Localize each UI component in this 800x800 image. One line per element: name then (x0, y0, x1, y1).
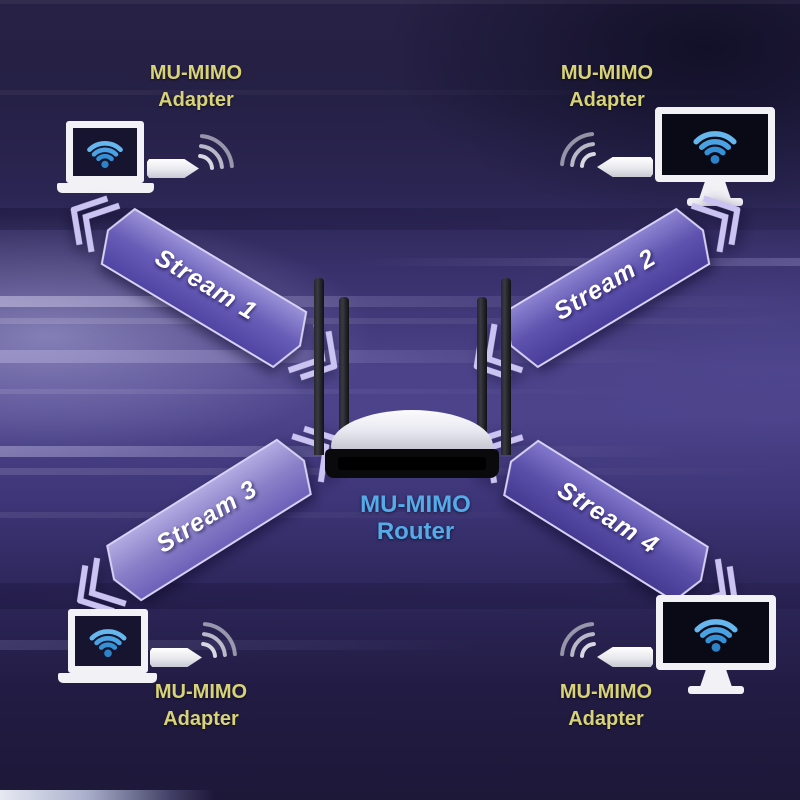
signal-waves-icon (560, 622, 596, 658)
usb-adapter-icon (147, 159, 199, 178)
adapter-label: MU-MIMO Adapter (136, 679, 266, 733)
stream-3-label: Stream 3 (151, 474, 263, 559)
router-antenna (339, 297, 349, 449)
stream-1-arrow: Stream 1 (53, 178, 355, 398)
adapter-label-line2: Adapter (568, 708, 644, 730)
usb-adapter-icon (597, 157, 653, 177)
usb-adapter-icon (150, 648, 202, 667)
router-antenna (501, 278, 511, 455)
adapter-label: MU-MIMO Adapter (131, 60, 261, 114)
adapter-label-line2: Adapter (569, 89, 645, 111)
background-streak (0, 90, 800, 95)
adapter-label-line1: MU-MIMO (560, 62, 654, 84)
signal-waves-icon (560, 132, 596, 168)
stream-2-arrow: Stream 2 (456, 178, 758, 398)
router-label: MU-MIMO Router (348, 491, 483, 545)
stream-1-label: Stream 1 (150, 243, 262, 326)
router-label-line1: MU-MIMO (360, 491, 471, 518)
signal-waves-icon (198, 134, 234, 170)
adapter-label-line1: MU-MIMO (149, 62, 243, 84)
adapter-label-line1: MU-MIMO (559, 681, 653, 703)
adapter-label: MU-MIMO Adapter (541, 679, 671, 733)
wifi-icon (87, 140, 123, 168)
router-slot (338, 457, 486, 470)
laptop-icon (66, 121, 144, 183)
background-streak (0, 790, 215, 800)
wifi-icon (89, 629, 127, 658)
adapter-label-line2: Adapter (158, 89, 234, 111)
monitor-base (688, 686, 744, 694)
router-antenna (314, 278, 324, 455)
monitor-icon (656, 595, 776, 670)
background-streak (0, 0, 800, 4)
wifi-icon (694, 618, 738, 652)
monitor-stand (700, 670, 732, 687)
router-label-line2: Router (376, 518, 455, 545)
adapter-label: MU-MIMO Adapter (542, 60, 672, 114)
adapter-label-line2: Adapter (163, 708, 239, 730)
router-icon (310, 278, 515, 488)
laptop-base (58, 673, 157, 683)
adapter-label-line1: MU-MIMO (154, 681, 248, 703)
signal-waves-icon (201, 622, 237, 658)
wifi-icon (693, 130, 737, 164)
router-antenna (477, 297, 487, 449)
laptop-icon (68, 609, 148, 673)
router-base (325, 449, 499, 478)
usb-adapter-icon (597, 647, 653, 667)
monitor-stand (699, 182, 731, 199)
monitor-icon (655, 107, 775, 182)
laptop-base (57, 183, 154, 193)
